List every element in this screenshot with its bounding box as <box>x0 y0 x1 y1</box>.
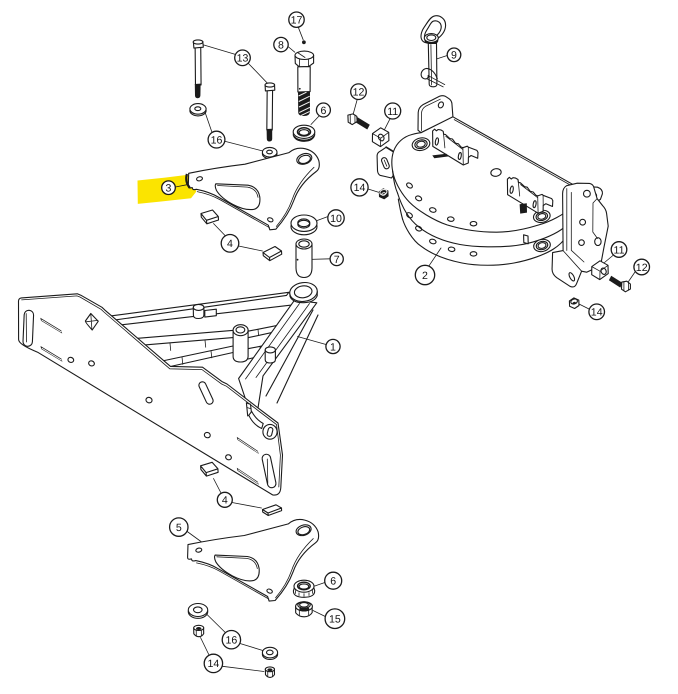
svg-text:6: 6 <box>320 105 326 117</box>
svg-text:14: 14 <box>591 307 603 319</box>
svg-text:6: 6 <box>330 576 336 588</box>
svg-text:17: 17 <box>291 15 303 27</box>
svg-text:15: 15 <box>329 614 341 626</box>
svg-text:9: 9 <box>451 50 457 62</box>
svg-text:11: 11 <box>387 106 398 118</box>
svg-text:4: 4 <box>222 495 228 507</box>
svg-text:12: 12 <box>636 262 648 274</box>
svg-text:5: 5 <box>176 522 182 534</box>
svg-text:10: 10 <box>330 213 342 225</box>
svg-text:16: 16 <box>226 635 238 647</box>
svg-text:13: 13 <box>237 53 249 65</box>
svg-text:8: 8 <box>278 39 284 51</box>
svg-text:7: 7 <box>334 254 340 266</box>
svg-text:16: 16 <box>211 134 223 146</box>
svg-text:3: 3 <box>166 183 172 195</box>
svg-text:12: 12 <box>353 87 365 99</box>
svg-text:14: 14 <box>354 182 366 194</box>
svg-text:11: 11 <box>614 244 625 256</box>
svg-text:14: 14 <box>208 658 220 670</box>
svg-text:4: 4 <box>227 238 233 250</box>
svg-text:1: 1 <box>330 341 336 353</box>
svg-text:2: 2 <box>422 270 428 282</box>
